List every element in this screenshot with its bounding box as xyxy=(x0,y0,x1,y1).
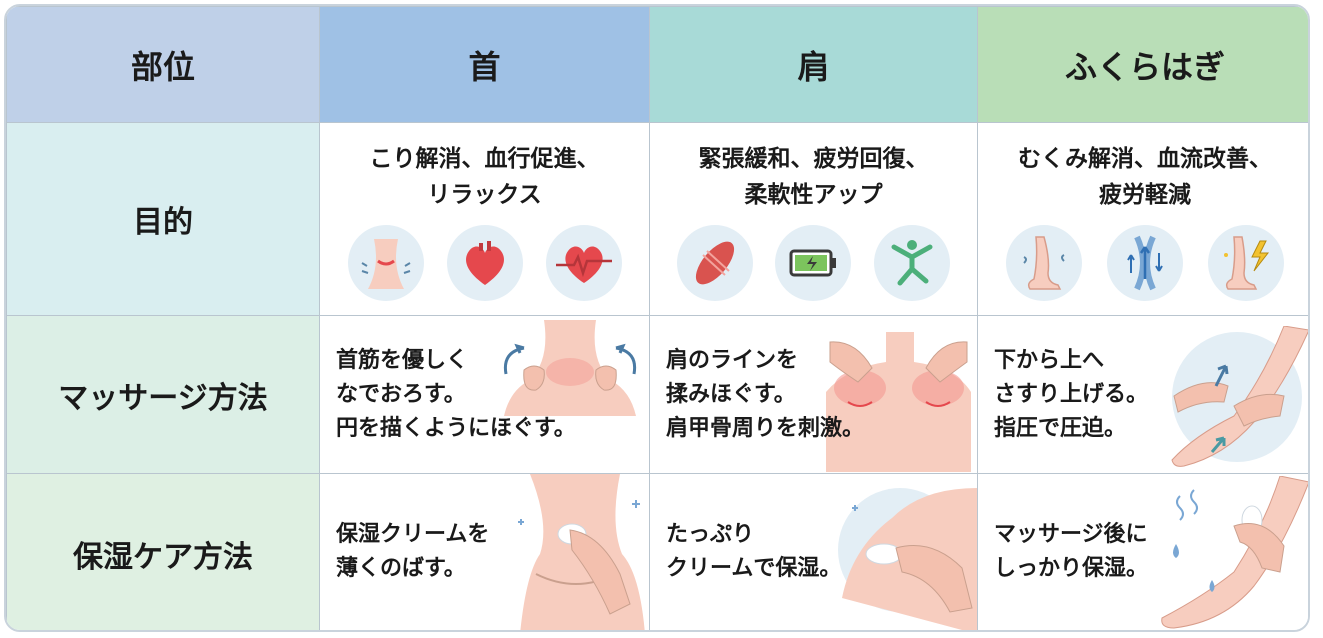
purpose-shoulder-text: 緊張緩和、疲労回復、 柔軟性アップ xyxy=(698,146,929,208)
row-label-care: 保湿ケア方法 xyxy=(6,473,320,630)
tired-leg-icon xyxy=(1207,225,1284,301)
massage-calf-cell: 下から上へ さすり上げる。 指圧で圧迫。 xyxy=(977,315,1308,474)
header-shoulder: 肩 xyxy=(649,6,978,123)
care-table-frame: 部位 首 肩 ふくらはぎ 目的 こり解消、血行促進、 リラックス 緊張緩和、疲労… xyxy=(4,4,1310,632)
header-calf: ふくらはぎ xyxy=(977,6,1308,123)
purpose-calf-cell: むくみ解消、血流改善、 疲労軽減 xyxy=(977,122,1308,316)
header-row: 部位 首 肩 ふくらはぎ xyxy=(6,6,1308,123)
battery-charge-icon xyxy=(775,225,852,301)
care-shoulder-cell: たっぷり クリームで保湿。 xyxy=(649,473,978,630)
swollen-leg-icon xyxy=(1006,225,1083,301)
stretch-person-icon xyxy=(873,225,950,301)
header-part: 部位 xyxy=(6,6,320,123)
massage-row: マッサージ方法 首筋を優しく なでおろす。 円を描くようにほぐす。 肩のラインを… xyxy=(6,315,1308,474)
shoulder-massage-illustration xyxy=(826,332,971,472)
purpose-shoulder-cell: 緊張緩和、疲労回復、 柔軟性アップ xyxy=(649,122,978,316)
calf-massage-illustration xyxy=(1171,326,1308,467)
heart-icon xyxy=(446,225,523,301)
row-label-purpose: 目的 xyxy=(6,122,320,316)
care-calf-text: マッサージ後に しっかり保湿。 xyxy=(994,522,1149,581)
massage-neck-text: 首筋を優しく なでおろす。 円を描くようにほぐす。 xyxy=(336,348,576,441)
neck-cream-illustration xyxy=(518,474,645,630)
calf-cream-illustration xyxy=(1161,476,1308,629)
massage-calf-text: 下から上へ さすり上げる。 指圧で圧迫。 xyxy=(994,348,1149,441)
massage-neck-cell: 首筋を優しく なでおろす。 円を描くようにほぐす。 xyxy=(319,315,650,474)
purpose-row: 目的 こり解消、血行促進、 リラックス 緊張緩和、疲労回復、 柔軟性アップ xyxy=(6,122,1308,316)
care-neck-cell: 保湿クリームを 薄くのばす。 xyxy=(319,473,650,630)
neck-massage-illustration xyxy=(503,320,637,416)
massage-shoulder-cell: 肩のラインを 揉みほぐす。 肩甲骨周りを刺激。 xyxy=(649,315,978,474)
purpose-neck-cell: こり解消、血行促進、 リラックス xyxy=(319,122,650,316)
care-table: 部位 首 肩 ふくらはぎ 目的 こり解消、血行促進、 リラックス 緊張緩和、疲労… xyxy=(6,6,1308,630)
care-row: 保湿ケア方法 保湿クリームを 薄くのばす。 たっぷり クリームで保湿。 マッサー… xyxy=(6,473,1308,630)
header-neck: 首 xyxy=(319,6,650,123)
care-shoulder-text: たっぷり クリームで保湿。 xyxy=(666,522,842,581)
care-neck-text: 保湿クリームを 薄くのばす。 xyxy=(336,522,490,581)
massage-shoulder-text: 肩のラインを 揉みほぐす。 肩甲骨周りを刺激。 xyxy=(666,348,865,441)
heartbeat-icon xyxy=(545,225,622,301)
purpose-neck-text: こり解消、血行促進、 リラックス xyxy=(369,146,600,208)
shoulder-cream-illustration xyxy=(842,488,977,630)
blood-flow-icon xyxy=(1106,225,1183,301)
row-label-massage: マッサージ方法 xyxy=(6,315,320,474)
muscle-icon xyxy=(677,225,754,301)
purpose-calf-text: むくみ解消、血流改善、 疲労軽減 xyxy=(1018,146,1272,208)
care-calf-cell: マッサージ後に しっかり保湿。 xyxy=(977,473,1308,630)
neck-tension-icon xyxy=(347,225,424,301)
